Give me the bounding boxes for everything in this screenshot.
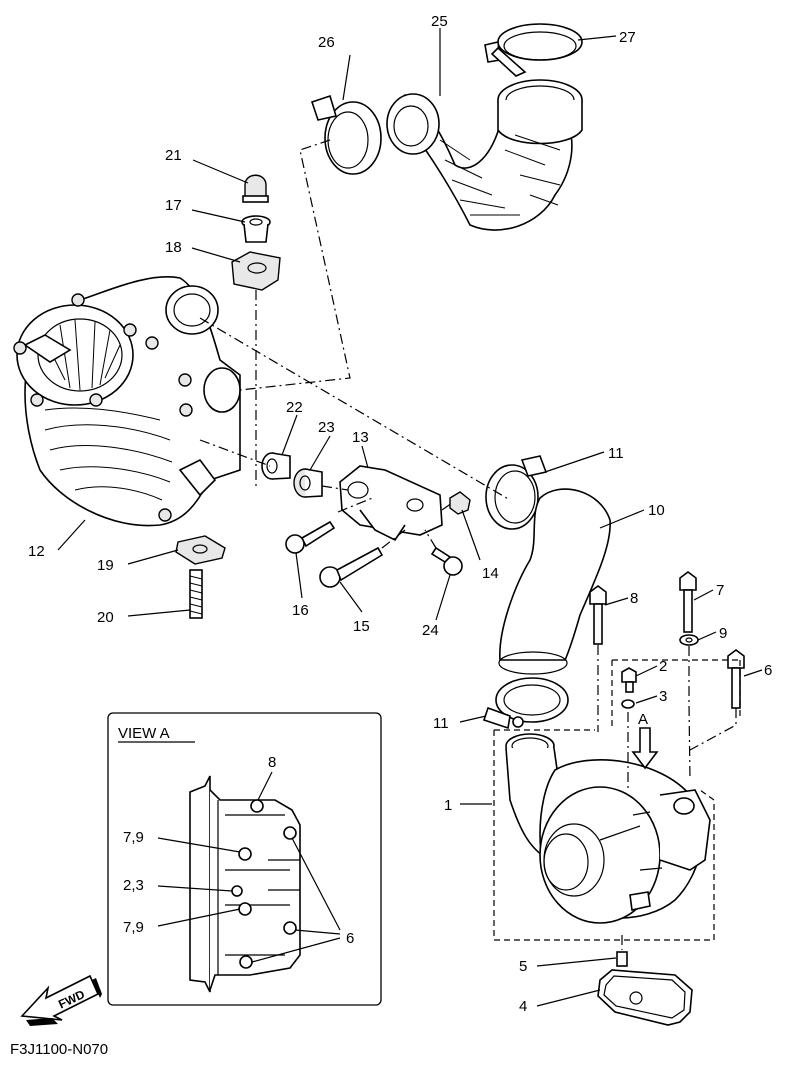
label-5: 5 [519, 958, 527, 975]
label-20: 20 [97, 609, 114, 626]
label-25: 25 [431, 13, 448, 30]
part-19-bracket [175, 535, 226, 565]
label-2: 2 [659, 658, 667, 675]
view-label-8: 8 [268, 754, 276, 771]
label-18: 18 [165, 239, 182, 256]
view-a-marker-text: A [638, 711, 648, 728]
view-label-6: 6 [346, 930, 354, 947]
part-15-bolt [319, 546, 384, 588]
part-5-plug [616, 951, 628, 967]
drawing-code: F3J1100-N070 [10, 1041, 108, 1058]
fwd-arrow-icon: FWD [20, 974, 102, 1026]
part-1-housing [505, 733, 711, 924]
label-11-lower: 11 [433, 715, 449, 732]
label-27: 27 [619, 29, 636, 46]
label-23: 23 [318, 419, 335, 436]
part-11-clamp-upper [485, 455, 548, 530]
label-11-upper: 11 [608, 445, 624, 462]
label-1: 1 [444, 797, 452, 814]
label-21: 21 [165, 147, 182, 164]
part-11-clamp-lower [482, 677, 569, 730]
label-9: 9 [719, 625, 727, 642]
part-16-bolt [285, 520, 336, 554]
view-label-2-3: 2,3 [123, 877, 144, 894]
label-4: 4 [519, 998, 527, 1015]
part-3-washer [621, 699, 635, 709]
part-22-collar [261, 452, 291, 480]
part-7-bolt [679, 571, 697, 633]
part-23-grommet [293, 468, 323, 498]
part-8-bolt [589, 585, 607, 645]
callout-labels: 26 25 27 21 17 18 12 19 20 22 23 13 14 1… [28, 13, 772, 1015]
label-10: 10 [648, 502, 665, 519]
part-13-bracket [339, 465, 443, 542]
label-26: 26 [318, 34, 335, 51]
label-8: 8 [630, 590, 638, 607]
alignment-lines [199, 139, 741, 950]
part-21-cap [242, 174, 269, 203]
part-24-bolt [430, 546, 463, 576]
part-14-collar [449, 491, 471, 515]
label-24: 24 [422, 622, 439, 639]
view-label-7-9-upper: 7,9 [123, 829, 144, 846]
part-6-bolt [727, 649, 745, 709]
label-7: 7 [716, 582, 724, 599]
part-2-bolt [621, 667, 637, 693]
part-12-intake-manifold [13, 276, 241, 527]
label-15: 15 [353, 618, 370, 635]
part-18-grommet [231, 251, 281, 291]
part-9-washer [679, 634, 699, 646]
view-a-inset: VIEW A 8 7,9 2,3 7,9 6 [107, 712, 382, 1006]
label-6: 6 [764, 662, 772, 679]
part-20-stud [189, 569, 203, 619]
view-a-title: VIEW A [118, 725, 170, 742]
label-13: 13 [352, 429, 369, 446]
label-3: 3 [659, 688, 667, 705]
part-4-gasket [597, 969, 693, 1026]
leader-lines [57, 28, 763, 1007]
part-25-intake-hose [386, 79, 583, 231]
view-label-7-9-lower: 7,9 [123, 919, 144, 936]
part-27-hose-clamp [484, 23, 583, 77]
view-a-direction-marker: A [631, 711, 659, 770]
part-26-hose-clamp [310, 94, 382, 175]
label-12: 12 [28, 543, 45, 560]
part-10-hose [498, 488, 611, 675]
label-19: 19 [97, 557, 114, 574]
label-16: 16 [292, 602, 309, 619]
part-17-collar [241, 215, 271, 243]
label-17: 17 [165, 197, 182, 214]
label-14: 14 [482, 565, 499, 582]
label-22: 22 [286, 399, 303, 416]
